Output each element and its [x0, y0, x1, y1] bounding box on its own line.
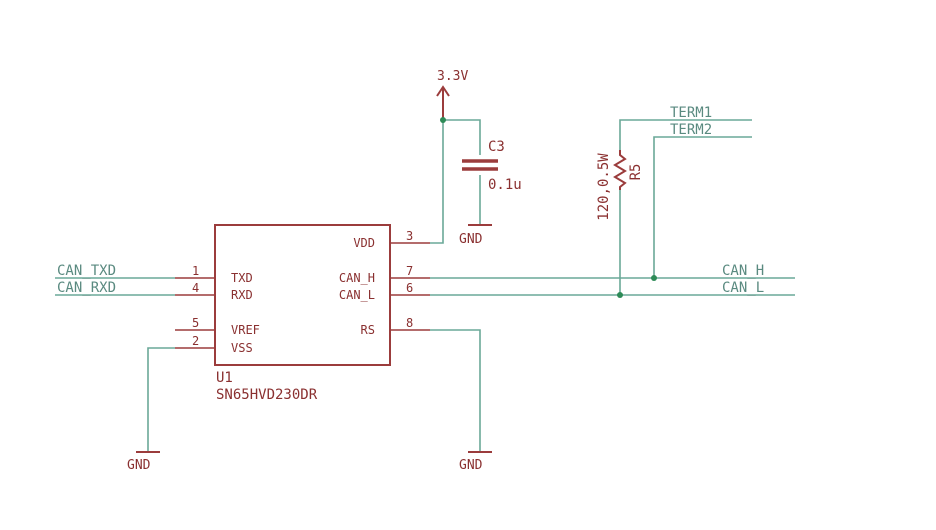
net-label-can-l: CAN_L — [722, 280, 764, 296]
pin-name: RXD — [231, 288, 253, 302]
wire-term2[interactable] — [653, 136, 752, 278]
pin-number: 4 — [192, 281, 199, 295]
junction-dot — [651, 275, 657, 281]
pin-number: 5 — [192, 316, 199, 330]
net-label-term1: TERM1 — [670, 105, 712, 121]
ic-body[interactable] — [214, 224, 391, 366]
ic-part-number: SN65HVD230DR — [216, 387, 318, 403]
pin-number: 6 — [406, 281, 413, 295]
wire-vss-gnd[interactable] — [147, 347, 175, 452]
wire-rs-gnd[interactable] — [430, 329, 481, 452]
resistor-value: 120,0.5W — [596, 153, 612, 221]
gnd-label-vss: GND — [127, 458, 151, 473]
capacitor-value: 0.1u — [488, 177, 522, 193]
net-label-can-txd: CAN_TXD — [57, 263, 116, 279]
pin-name: CAN_H — [339, 271, 375, 285]
resistor-icon — [613, 150, 627, 190]
pin-name: CAN_L — [339, 288, 375, 302]
pin-name: VREF — [231, 323, 260, 337]
power-label-3v3: 3.3V — [437, 69, 468, 84]
pin-number: 7 — [406, 264, 413, 278]
pin-number: 1 — [192, 264, 199, 278]
pin-number: 8 — [406, 316, 413, 330]
junction-dot — [440, 117, 446, 123]
wire-term1[interactable] — [619, 119, 752, 150]
pin-name: VSS — [231, 341, 253, 355]
pin-number: 2 — [192, 334, 199, 348]
gnd-label-rs: GND — [459, 458, 483, 473]
resistor-reference: R5 — [628, 164, 644, 181]
gnd-label-c3: GND — [459, 232, 483, 247]
net-label-term2: TERM2 — [670, 122, 712, 138]
pin-name: RS — [361, 323, 375, 337]
net-label-can-rxd: CAN_RXD — [57, 280, 116, 296]
pin-name: VDD — [353, 236, 375, 250]
ic-reference: U1 — [216, 370, 233, 386]
net-label-can-h: CAN_H — [722, 263, 764, 279]
capacitor-reference: C3 — [488, 139, 505, 155]
junction-dot — [617, 292, 623, 298]
pin-number: 3 — [406, 229, 413, 243]
pin-name: TXD — [231, 271, 253, 285]
